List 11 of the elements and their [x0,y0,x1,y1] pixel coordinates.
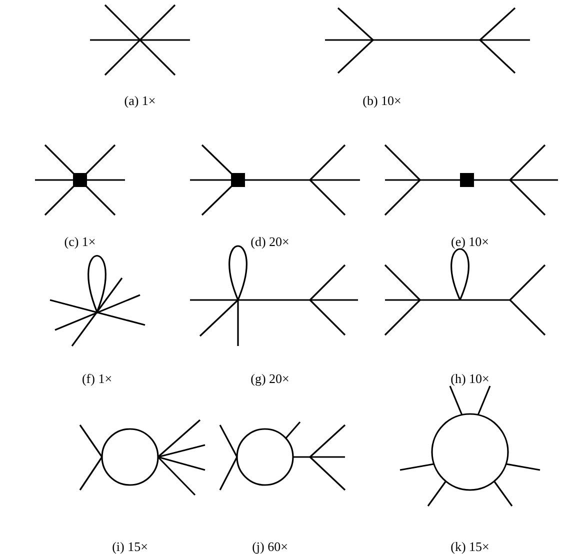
caption: (b) 10× [362,94,402,107]
caption: (i) 15× [112,540,148,553]
caption: (j) 60× [252,540,288,553]
caption: (d) 20× [250,235,290,248]
caption: (k) 15× [450,540,490,553]
caption: (e) 10× [451,235,489,248]
caption: (g) 20× [250,372,290,385]
caption: (c) 1× [64,235,96,248]
caption: (f) 1× [82,372,112,385]
caption: (h) 10× [450,372,490,385]
caption: (a) 1× [124,94,156,107]
